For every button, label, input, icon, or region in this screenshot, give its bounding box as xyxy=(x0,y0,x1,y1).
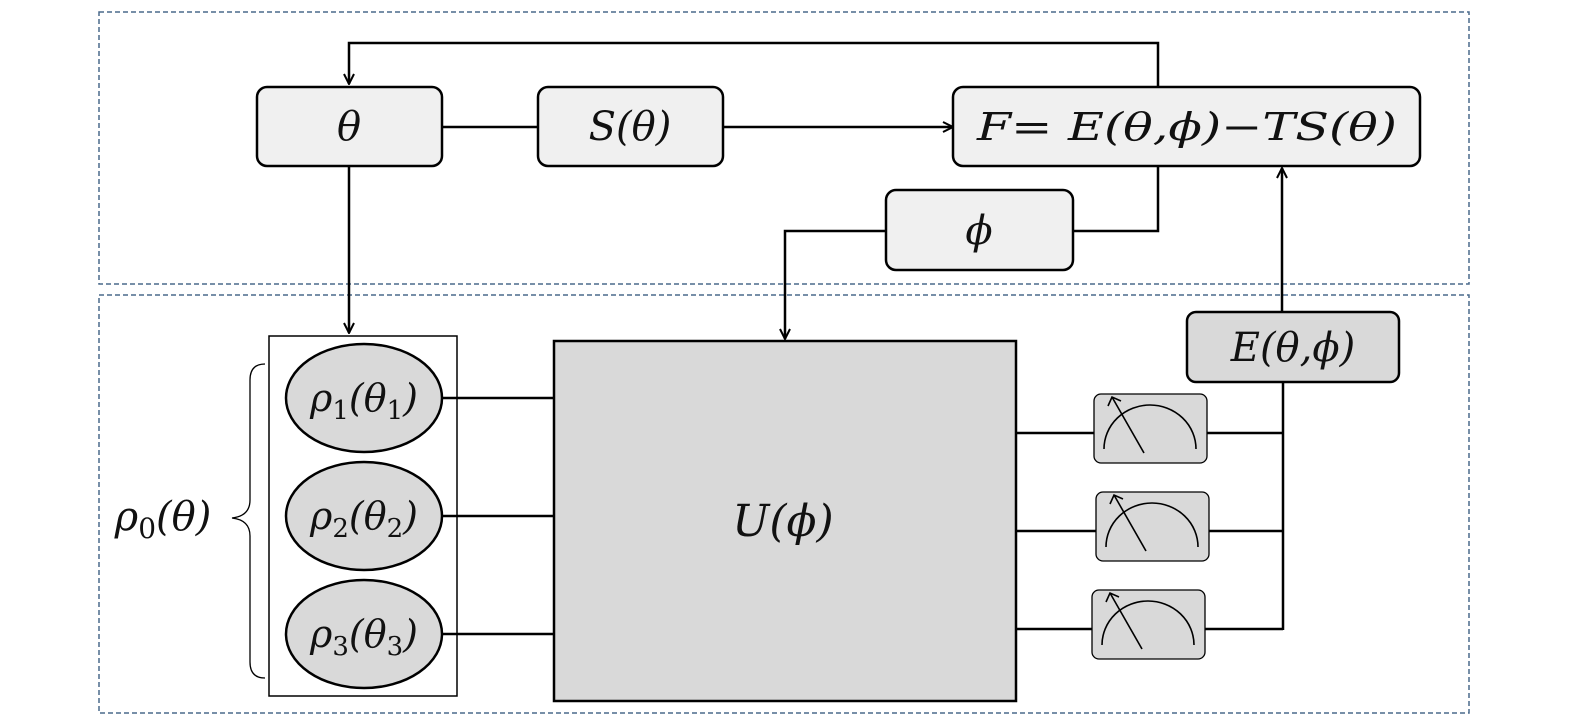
free-energy-label: F= E(θ,ϕ)−TS(θ) xyxy=(976,105,1397,149)
output-wires xyxy=(1016,431,1096,631)
state-1: ρ1(θ1) xyxy=(284,342,444,454)
state-3-label: ρ3(θ3) xyxy=(309,612,418,662)
entropy-box: S(θ) xyxy=(536,85,725,168)
energy-label: E(θ,ϕ) xyxy=(1230,325,1355,371)
phi-box: ϕ xyxy=(884,188,1075,272)
energy-box: E(θ,ϕ) xyxy=(1185,310,1401,384)
phi-to-unitary-arrow xyxy=(785,229,886,339)
state-3: ρ3(θ3) xyxy=(284,578,444,690)
state-2: ρ2(θ2) xyxy=(284,460,444,572)
measurement-meter-icon xyxy=(1091,589,1206,660)
theta-box: θ xyxy=(255,85,444,168)
theta-label: θ xyxy=(337,104,361,150)
entropy-label: S(θ) xyxy=(589,104,672,150)
unitary-box: U(ϕ) xyxy=(552,339,1018,703)
state-wires xyxy=(442,396,554,636)
free-energy-box: F= E(θ,ϕ)−TS(θ) xyxy=(951,85,1422,168)
free-energy-to-phi-line xyxy=(1073,166,1160,233)
feedback-arrow xyxy=(349,41,1160,87)
initial-state-brace xyxy=(231,363,266,679)
state-1-label: ρ1(θ1) xyxy=(309,376,418,426)
measurement-meter-icon xyxy=(1093,393,1208,464)
meter-collector-wires xyxy=(1205,382,1285,631)
measurement-meter-icon xyxy=(1095,491,1210,562)
phi-label: ϕ xyxy=(965,208,992,254)
initial-state-label: ρ0(θ) xyxy=(114,494,212,545)
unitary-label: U(ϕ) xyxy=(732,496,833,547)
top-frame xyxy=(98,11,1470,285)
state-2-label: ρ2(θ2) xyxy=(309,494,418,544)
